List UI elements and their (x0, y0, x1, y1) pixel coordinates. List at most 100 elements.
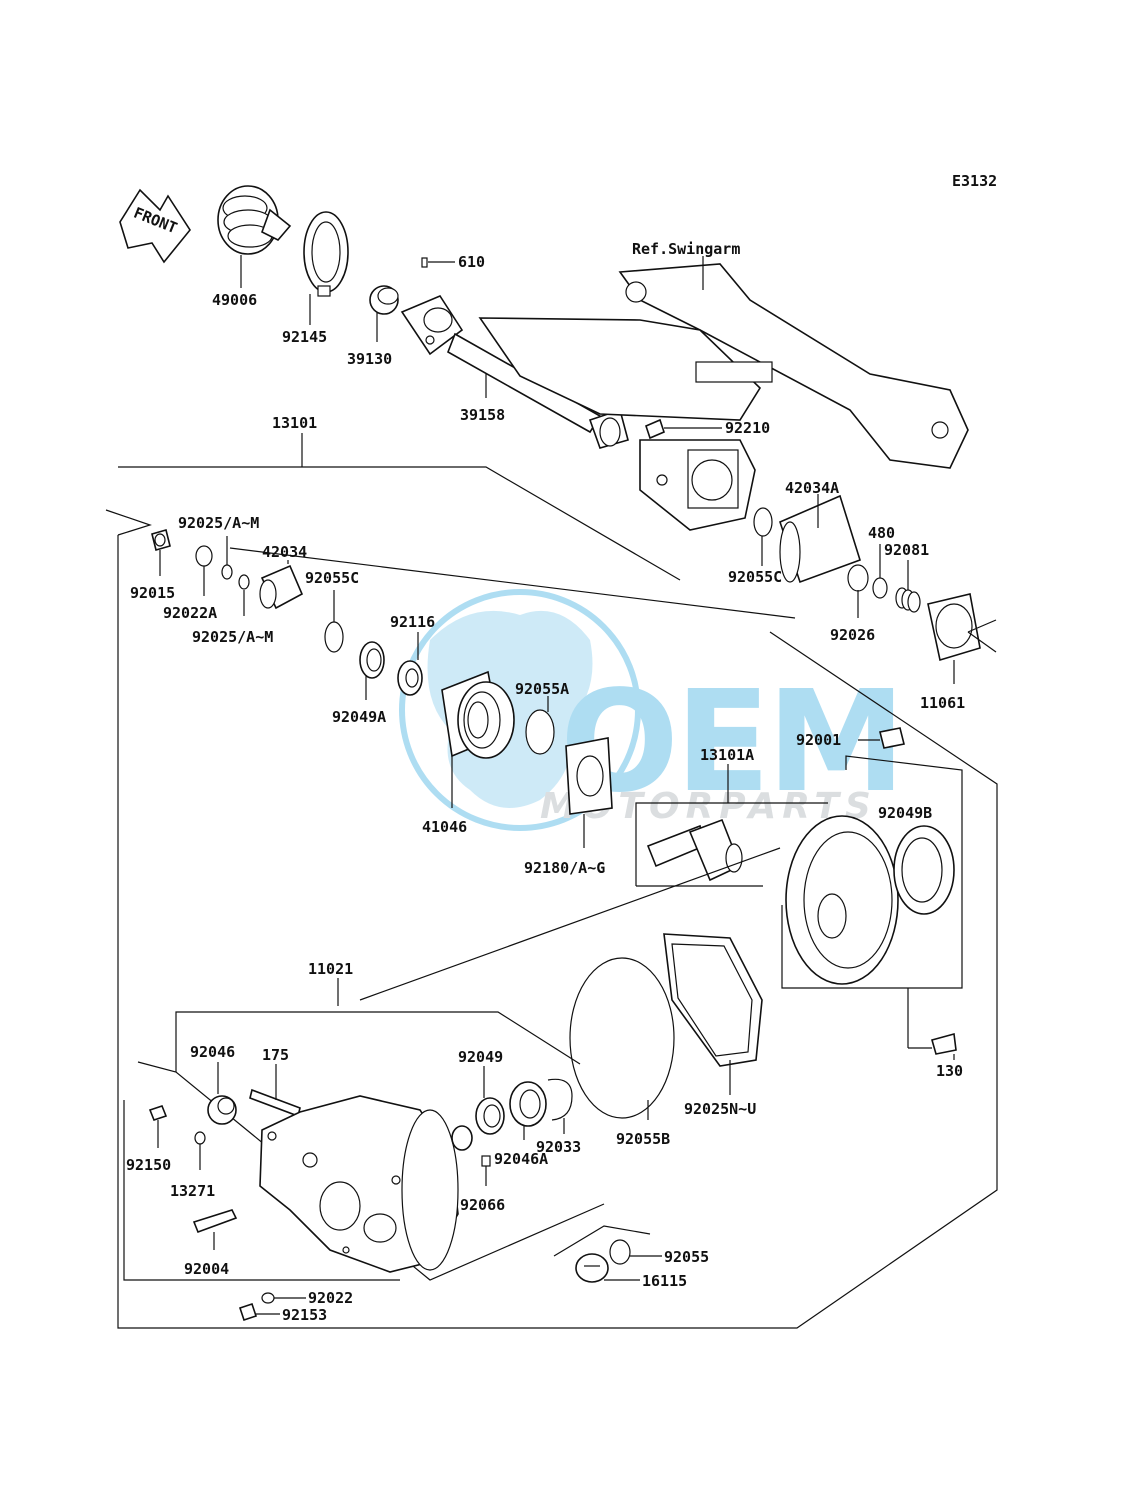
label-16115: 16115 (642, 1272, 687, 1290)
label-92049B: 92049B (878, 804, 932, 822)
shim-92025-2 (238, 574, 250, 590)
label-92033: 92033 (536, 1138, 581, 1156)
label-92145: 92145 (282, 328, 327, 346)
label-92046A: 92046A (494, 1150, 548, 1168)
label-175: 175 (262, 1046, 289, 1064)
bolt-130 (931, 1032, 957, 1055)
oring-92055C-right (753, 507, 773, 537)
housing-41046 (441, 670, 515, 759)
label-610: 610 (458, 253, 485, 271)
final-gear-case (259, 1095, 459, 1273)
label-92066: 92066 (460, 1196, 505, 1214)
label-92049: 92049 (458, 1048, 503, 1066)
label-11021: 11021 (308, 960, 353, 978)
group-bracket-ringgear (781, 755, 963, 989)
ring-480 (872, 577, 888, 599)
label-92153: 92153 (282, 1306, 327, 1324)
bolt-92150 (148, 1105, 168, 1121)
stud-92004 (192, 1209, 238, 1234)
cap-16115 (575, 1253, 609, 1283)
label-11061: 11061 (920, 694, 965, 712)
label-92116: 92116 (390, 613, 435, 631)
clamp-92145 (303, 211, 349, 297)
bolt-92210 (645, 418, 665, 440)
bearing-roller (509, 1081, 547, 1127)
label-42034: 42034 (262, 543, 307, 561)
label-92081: 92081 (884, 541, 929, 559)
washer-92022 (261, 1292, 275, 1304)
cap-39130 (369, 285, 399, 315)
bolt-92153 (238, 1302, 258, 1322)
label-92180: 92180/A~G (524, 859, 605, 877)
label-92022A: 92022A (163, 604, 217, 622)
oring-92055A (525, 709, 555, 755)
shim-92180 (565, 737, 613, 815)
swingarm-outline (478, 263, 969, 531)
label-13101: 13101 (272, 414, 317, 432)
label-480: 480 (868, 524, 895, 542)
label-92210: 92210 (725, 419, 770, 437)
label-39130: 39130 (347, 350, 392, 368)
oring-92055B (569, 957, 675, 1119)
label-92025NU: 92025N~U (684, 1100, 756, 1118)
label-42034A: 42034A (785, 479, 839, 497)
label-92055: 92055 (664, 1248, 709, 1266)
label-ref-swingarm: Ref.Swingarm (632, 240, 740, 258)
shim-92025-1 (221, 564, 233, 580)
pinion-gear (646, 818, 743, 882)
label-130: 130 (936, 1062, 963, 1080)
label-92015: 92015 (130, 584, 175, 602)
seal-92049 (475, 1097, 505, 1135)
stud-175 (249, 1088, 301, 1118)
washer-13271 (194, 1131, 206, 1145)
bushing-92046 (207, 1095, 237, 1125)
washer-92026 (847, 564, 869, 592)
label-92025AM-1: 92025/A~M (178, 514, 259, 532)
bearing-92116 (397, 660, 423, 696)
label-92022: 92022 (308, 1289, 353, 1307)
label-41046: 41046 (422, 818, 467, 836)
label-92055B: 92055B (616, 1130, 670, 1148)
label-13271: 13271 (170, 1182, 215, 1200)
label-92004: 92004 (184, 1260, 229, 1278)
seal-92049B (893, 825, 955, 915)
gasket-92025NU (663, 933, 763, 1067)
label-92150: 92150 (126, 1156, 171, 1174)
label-92001: 92001 (796, 731, 841, 749)
spring-92081 (895, 587, 921, 613)
label-92025AM-2: 92025/A~M (192, 628, 273, 646)
label-13101A: 13101A (700, 746, 754, 764)
label-92055A: 92055A (515, 680, 569, 698)
gasket-11061 (927, 593, 981, 662)
plug-92066 (481, 1155, 491, 1167)
label-92055C-right: 92055C (728, 568, 782, 586)
oring-92055 (609, 1239, 631, 1265)
nut-92015 (151, 529, 171, 551)
label-92046: 92046 (190, 1043, 235, 1061)
watermark-globe (399, 589, 641, 831)
label-92055C-left: 92055C (305, 569, 359, 587)
label-92049A: 92049A (332, 708, 386, 726)
washer-92022A (195, 545, 213, 567)
pin-610 (421, 257, 428, 268)
bolt-92001 (879, 727, 905, 749)
watermark-brand: OEM (560, 661, 902, 824)
label-39158: 39158 (460, 406, 505, 424)
diagram-code: E3132 (952, 172, 997, 190)
label-49006: 49006 (212, 291, 257, 309)
watermark: OEM MOTORPARTS (399, 589, 906, 831)
coupling-42034 (259, 564, 304, 610)
label-92026: 92026 (830, 626, 875, 644)
collar-92046A (451, 1125, 473, 1151)
front-arrow-icon: FRONT (119, 188, 191, 264)
ring-gear (785, 815, 899, 985)
group-bracket-11021 (175, 1011, 581, 1072)
group-bracket-13101 (118, 466, 681, 581)
sleeve-42034A (779, 494, 861, 584)
drive-shaft-39158 (400, 295, 629, 449)
circlip-92033 (547, 1078, 573, 1121)
outer-bracket (117, 535, 998, 1329)
oring-92055C-left (324, 621, 344, 653)
seal-92049A (359, 641, 385, 679)
group-bracket-13101A (635, 802, 828, 886)
